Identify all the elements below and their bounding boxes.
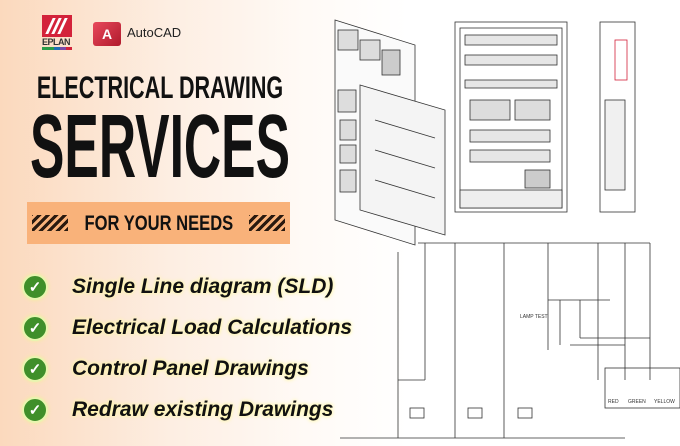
- list-item: ✓ Redraw existing Drawings: [22, 389, 352, 430]
- headline-line2: SERVICES: [29, 96, 291, 197]
- list-item: ✓ Electrical Load Calculations: [22, 307, 352, 348]
- yellow-label: YELLOW: [654, 399, 675, 405]
- green-label: GREEN: [628, 399, 646, 405]
- eplan-logo-mark: [42, 15, 72, 37]
- control-schematic: LAMP TEST RED GREEN YELLOW: [340, 242, 680, 439]
- check-icon: ✓: [22, 396, 48, 423]
- panel-side-view: [599, 21, 636, 213]
- panel-isometric: [334, 19, 446, 246]
- check-icon: ✓: [22, 314, 48, 341]
- list-item: ✓ Single Line diagram (SLD): [22, 266, 352, 307]
- services-list: ✓ Single Line diagram (SLD) ✓ Electrical L…: [22, 266, 352, 430]
- electrical-drawings: LAMP TEST RED GREEN YELLOW: [334, 19, 680, 439]
- check-icon: ✓: [22, 273, 48, 300]
- service-label: Electrical Load Calculations: [72, 315, 353, 339]
- hatch-decoration: [249, 215, 286, 231]
- panel-front-view: [454, 21, 568, 213]
- headline-line1: ELECTRICAL DRAWING: [36, 69, 284, 106]
- check-icon: ✓: [22, 355, 48, 382]
- banner-text: FOR YOUR NEEDS: [84, 210, 233, 235]
- service-label: Control Panel Drawings: [72, 356, 309, 380]
- banner: FOR YOUR NEEDS: [27, 202, 290, 244]
- lamp-test-label: LAMP TEST: [520, 314, 548, 320]
- red-label: RED: [608, 399, 619, 405]
- eplan-logo: EPLAN: [42, 15, 72, 55]
- service-label: Redraw existing Drawings: [72, 397, 334, 421]
- service-label: Single Line diagram (SLD): [72, 274, 334, 298]
- list-item: ✓ Control Panel Drawings: [22, 348, 352, 389]
- hatch-decoration: [31, 215, 68, 231]
- eplan-logo-text: EPLAN: [42, 37, 71, 47]
- autocad-label: AutoCAD: [127, 25, 182, 40]
- eplan-logo-bar: [42, 47, 72, 50]
- autocad-icon: A: [93, 22, 121, 46]
